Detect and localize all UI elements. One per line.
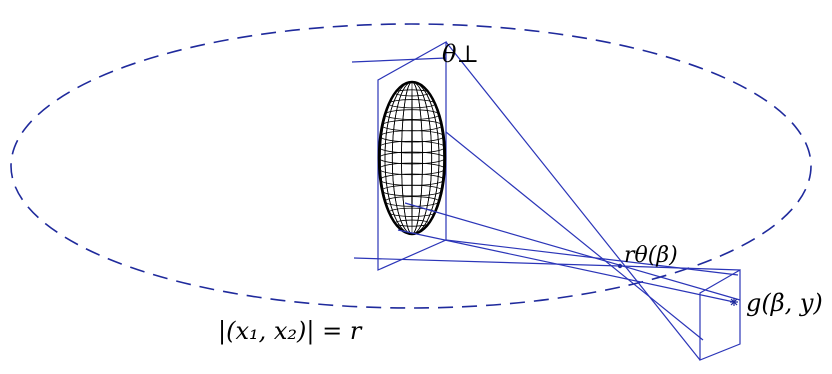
- ellipsoid-object: [377, 80, 447, 236]
- label-theta-perp: θ⊥: [442, 40, 479, 68]
- plane-base-line: [353, 257, 621, 267]
- ray-mid-back: [445, 131, 704, 341]
- detector-edge-top: [619, 265, 741, 271]
- mesh-meridian: [379, 81, 445, 235]
- detector-panel: [699, 268, 741, 361]
- mesh-meridian: [411, 81, 413, 235]
- fan-beam-lines: [397, 41, 741, 361]
- measurement-star-icon: [730, 298, 738, 306]
- ray-lower-back: [404, 202, 741, 301]
- ellipsoid-mesh: [378, 81, 446, 235]
- theta-perp-axis-line: [351, 57, 447, 63]
- ray-to-measurement: [397, 229, 735, 303]
- ray-bottom-back: [445, 239, 739, 276]
- source-orbit-ellipse: [10, 23, 812, 309]
- source-point-marker: [617, 263, 623, 269]
- label-g-beta-y: g(β, y): [746, 289, 823, 317]
- label-r-theta-beta: rθ(β): [624, 243, 678, 268]
- label-circle-equation: |(x₁, x₂)| = r: [218, 317, 363, 346]
- ray-top-back: [445, 41, 701, 361]
